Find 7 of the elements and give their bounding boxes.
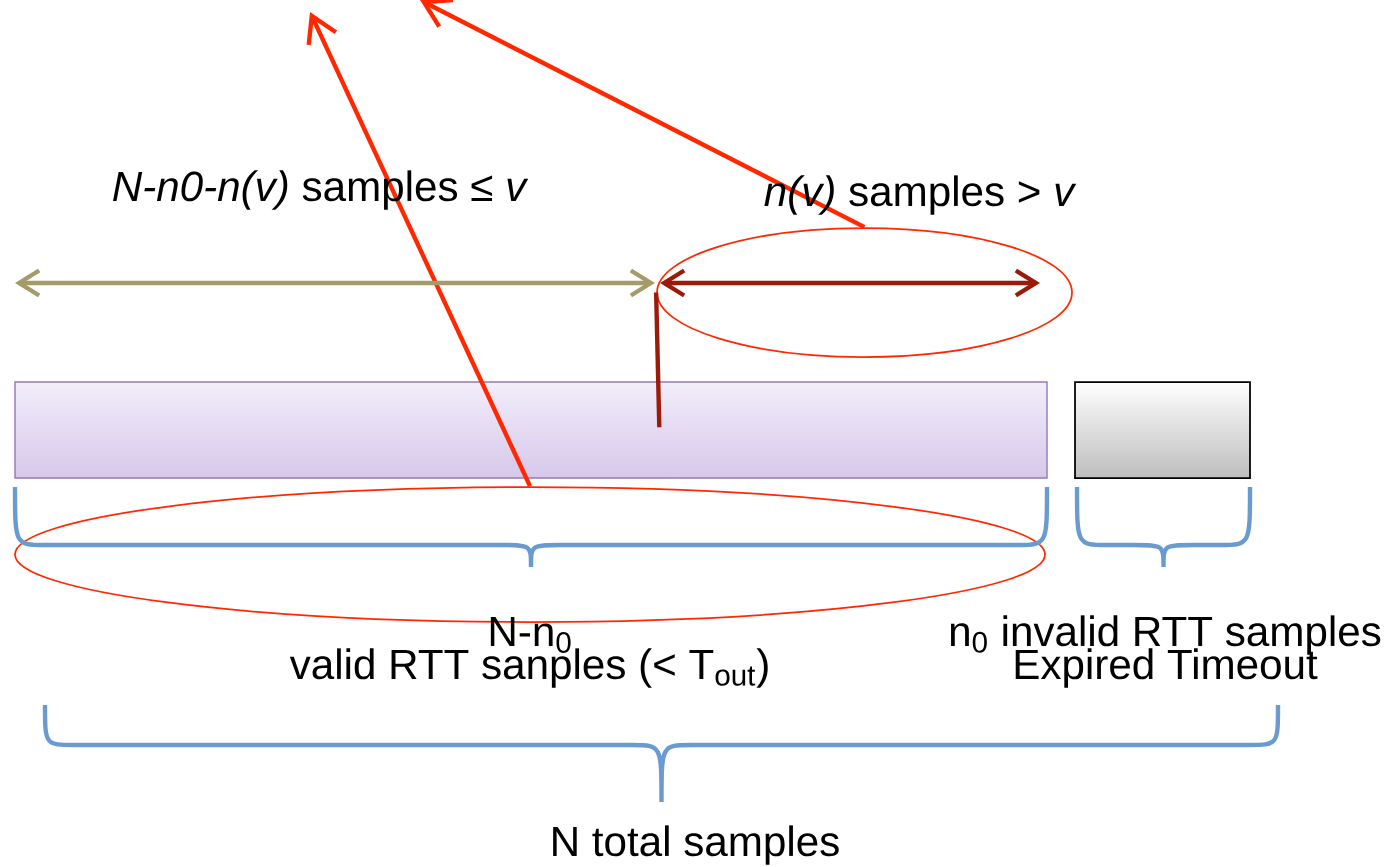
bar-box <box>1074 381 1251 479</box>
connector-line <box>653 292 662 428</box>
highlight-ellipse <box>656 227 1073 358</box>
label-text: N total samples <box>553 825 839 865</box>
bar-box <box>14 381 1048 479</box>
arrow <box>306 12 532 488</box>
arrow <box>420 0 866 230</box>
